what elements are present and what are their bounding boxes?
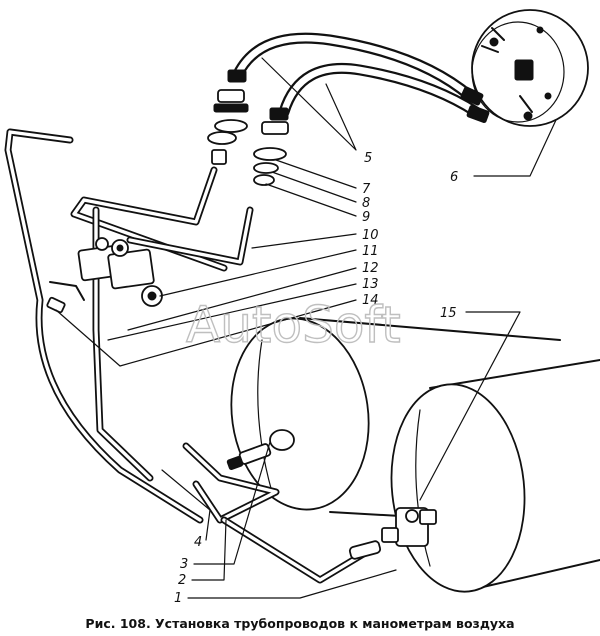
label-3: 3 [180,557,188,572]
label-6: 6 [450,170,458,185]
fitting-stack-left [207,89,249,165]
label-5: 5 [364,151,372,166]
label-10: 10 [362,228,379,243]
label-14: 14 [362,293,379,308]
valve-block [46,237,163,314]
label-13: 13 [362,277,379,292]
air-receiver-lower [390,359,600,593]
leader-lines [55,57,557,599]
flexible-hoses [227,32,490,123]
labels: 5 6 7 8 9 10 11 12 13 14 15 4 3 2 1 [174,151,458,606]
label-7: 7 [362,182,371,197]
label-4: 4 [194,535,202,550]
label-1: 1 [174,591,182,606]
label-9: 9 [362,210,370,225]
label-12: 12 [362,261,379,276]
upper-receiver-connector [226,429,295,471]
label-2: 2 [178,573,186,588]
label-8: 8 [362,196,370,211]
lower-receiver-valve [348,507,437,560]
pressure-gauge [471,9,589,127]
figure-caption: Рис. 108. Установка трубопроводов к мано… [85,616,514,631]
watermark: AutoSoft [186,296,401,354]
label-11: 11 [362,244,379,259]
rigid-tubes [4,128,374,584]
label-15: 15 [440,306,457,321]
fitting-stack-right [253,121,289,186]
